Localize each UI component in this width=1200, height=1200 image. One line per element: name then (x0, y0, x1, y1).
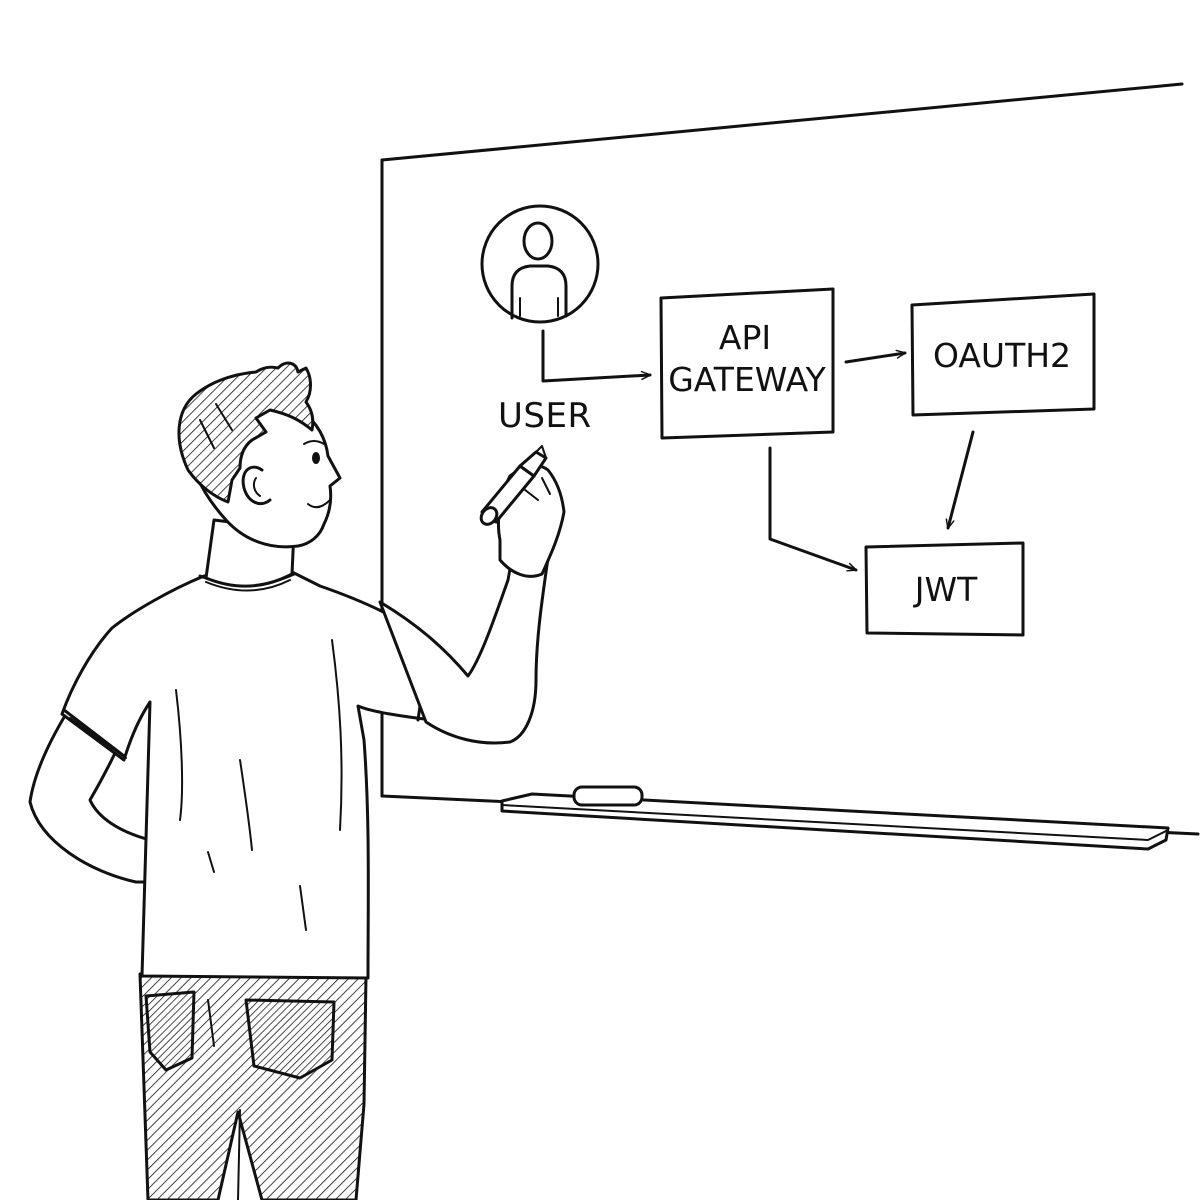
whiteboard: USER API GATEWAY OAUTH2 JWT (380, 82, 1200, 851)
person-in-circle-icon (480, 204, 600, 324)
arrow-oauth2-to-jwt (945, 430, 975, 530)
left-arm (28, 712, 152, 884)
person (28, 361, 566, 1200)
eraser[interactable] (572, 785, 644, 807)
arrow-gateway-to-oauth2 (844, 349, 907, 364)
jwt-label: JWT (913, 570, 978, 609)
api-gateway-node: API GATEWAY (659, 287, 835, 440)
jeans (138, 972, 368, 1200)
oauth2-node: OAUTH2 (910, 292, 1096, 417)
hair (177, 361, 315, 504)
t-shirt (60, 570, 444, 980)
ear (241, 465, 272, 505)
marker-tray (500, 792, 1170, 851)
eye (312, 452, 320, 464)
api-gateway-label-line1: API (719, 318, 771, 357)
eyebrow (303, 440, 325, 445)
smile (307, 499, 331, 509)
whiteboard-top-edge (380, 82, 1184, 162)
arrow-user-to-gateway (541, 329, 652, 383)
marker-tray-lip (501, 804, 1169, 841)
marker-pen (479, 445, 548, 526)
oauth2-label: OAUTH2 (933, 336, 1071, 375)
api-gateway-label-line2: GATEWAY (668, 360, 826, 399)
user-label: USER (498, 396, 592, 436)
jwt-node: JWT (864, 541, 1025, 637)
back-pocket-right (244, 998, 336, 1080)
arrow-gateway-to-jwt (768, 446, 858, 572)
back-pocket-left (144, 990, 196, 1072)
